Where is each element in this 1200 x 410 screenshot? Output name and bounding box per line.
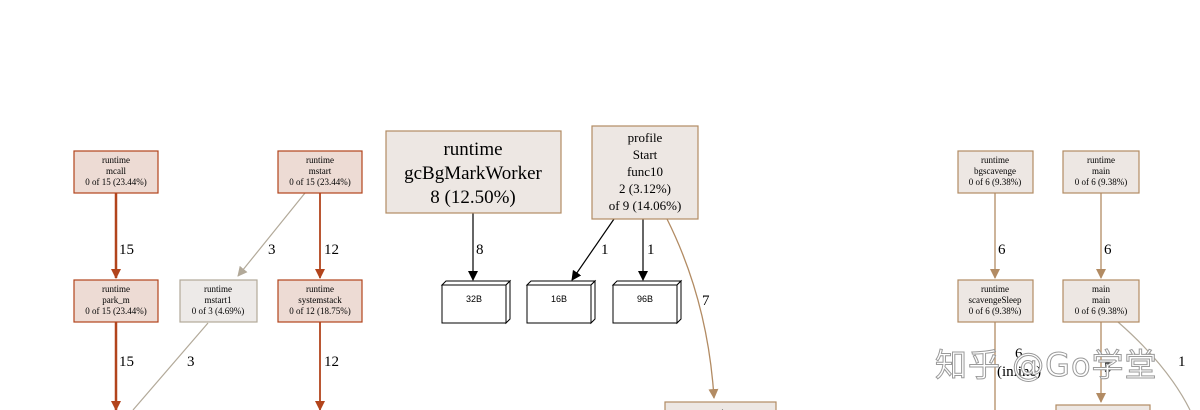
edge-label-main-down-5: 5 [1104, 360, 1112, 376]
node-runtime-scavengesleep[interactable]: runtime scavengeSleep 0 of 6 (9.38%) [957, 279, 1034, 323]
edge-label-rtmain-main: 6 [1104, 242, 1112, 258]
node-label: runtime [700, 406, 741, 410]
node-label: 0 of 6 (9.38%) [969, 177, 1022, 187]
node-label: park_m [102, 295, 130, 305]
node-label: of 9 (14.06%) [609, 198, 682, 213]
node-label: 0 of 3 (4.69%) [192, 306, 245, 316]
node-label: runtime [102, 284, 130, 294]
edge-label-main-down-1: 1 [1178, 354, 1186, 370]
edge-label-mstart-mstart1: 3 [268, 242, 276, 258]
edge-main-down-1 [1117, 321, 1191, 410]
edge-label-profile-down: 7 [702, 293, 710, 309]
node-label: 2 (3.12%) [619, 181, 671, 196]
node-label: Start [633, 147, 658, 162]
node-label: runtime [1087, 155, 1115, 165]
node-label: runtime [981, 155, 1009, 165]
node-label: systemstack [298, 295, 342, 305]
node-label: runtime [981, 284, 1009, 294]
alloc-box-96b[interactable]: 96B [611, 279, 683, 325]
edge-label-gc-32b: 8 [476, 242, 484, 258]
node-label: 0 of 12 (18.75%) [289, 306, 351, 316]
node-label: 0 of 6 (9.38%) [1075, 177, 1128, 187]
edge-label-mstart-systemstack: 12 [324, 242, 339, 258]
node-runtime-main[interactable]: runtime main 0 of 6 (9.38%) [1062, 150, 1140, 194]
node-runtime-gcbgmarkworker[interactable]: runtime gcBgMarkWorker 8 (12.50%) [385, 130, 562, 214]
edge-mstart1-down [132, 322, 209, 410]
node-label: 0 of 6 (9.38%) [1075, 306, 1128, 316]
node-label: main [1092, 166, 1110, 176]
node-runtime-mstart[interactable]: runtime mstart 0 of 15 (23.44%) [277, 150, 363, 194]
watermark: 知乎 @Go学堂 [935, 346, 1158, 385]
node-runtime-mcall[interactable]: runtime mcall 0 of 15 (23.44%) [73, 150, 159, 194]
edge-label-mstart1-down: 3 [187, 354, 195, 370]
node-label: runtime [306, 155, 334, 165]
node-runtime-systemstack[interactable]: runtime systemstack 0 of 12 (18.75%) [277, 279, 363, 323]
node-label: bgscavenge [974, 166, 1016, 176]
edge-label-mcall-park: 15 [119, 242, 134, 258]
node-label: runtime [102, 155, 130, 165]
edge-label-profile-16b: 1 [601, 242, 609, 258]
edge-label-sleep-inline: (inline) [997, 364, 1041, 380]
node-label: main [1092, 295, 1110, 305]
node-label: runtime [204, 284, 232, 294]
node-bottom-right[interactable] [1055, 404, 1151, 410]
node-profile-start-func10[interactable]: profile Start func10 2 (3.12%) of 9 (14.… [591, 125, 699, 220]
node-label: scavengeSleep [969, 295, 1022, 305]
alloc-box-label: 32B [466, 294, 482, 304]
node-runtime-bgscavenge[interactable]: runtime bgscavenge 0 of 6 (9.38%) [957, 150, 1034, 194]
alloc-box-label: 96B [637, 294, 653, 304]
node-label: gcBgMarkWorker [404, 163, 542, 184]
alloc-box-32b[interactable]: 32B [440, 279, 512, 325]
node-runtime-park-m[interactable]: runtime park_m 0 of 15 (23.44%) [73, 279, 159, 323]
node-label: mcall [106, 166, 126, 176]
node-label: runtime [306, 284, 334, 294]
node-label: mstart1 [205, 295, 232, 305]
alloc-box-label: 16B [551, 294, 567, 304]
edge-profile-down [666, 218, 719, 399]
node-label: profile [628, 130, 663, 145]
node-label: mstart [309, 166, 332, 176]
node-label: 8 (12.50%) [430, 187, 515, 208]
node-label: 0 of 6 (9.38%) [969, 306, 1022, 316]
node-label: runtime [443, 139, 502, 160]
edge-label-bgscavenge-sleep: 6 [998, 242, 1006, 258]
edge-label-profile-96b: 1 [647, 242, 655, 258]
node-main-main[interactable]: main main 0 of 6 (9.38%) [1062, 279, 1140, 323]
alloc-box-16b[interactable]: 16B [525, 279, 597, 325]
node-label: 0 of 15 (23.44%) [85, 177, 147, 187]
edge-label-park-down: 15 [119, 354, 134, 370]
edge-mstart-mstart1 [237, 192, 306, 277]
edge-label-sleep-down: 6 [1015, 346, 1023, 362]
node-runtime-mstart1[interactable]: runtime mstart1 0 of 3 (4.69%) [179, 279, 258, 323]
node-label: main [1092, 284, 1110, 294]
edge-label-systemstack-down: 12 [324, 354, 339, 370]
node-label: func10 [627, 164, 663, 179]
node-label: 0 of 15 (23.44%) [289, 177, 351, 187]
node-label: 0 of 15 (23.44%) [85, 306, 147, 316]
edge-profile-16b [571, 218, 615, 281]
node-bottom-center[interactable]: runtime [664, 401, 777, 410]
